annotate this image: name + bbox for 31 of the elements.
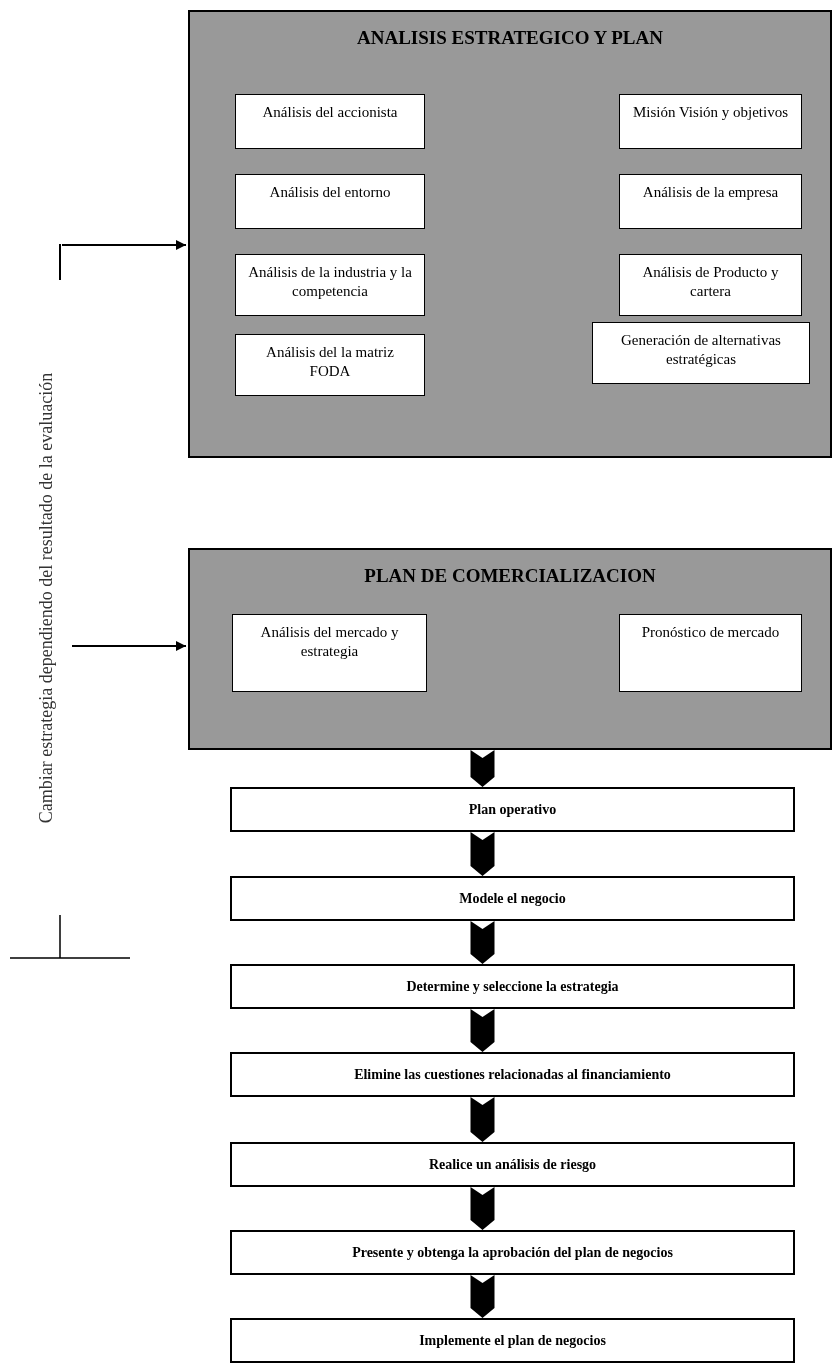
topic-box: Análisis de Producto y cartera <box>619 254 802 316</box>
vertical-label: Cambiar estrategia dependiendo del resultado de la evaluación <box>35 371 57 826</box>
group-panel <box>188 548 832 750</box>
topic-box: Análisis del mercado y estrategia <box>232 614 427 692</box>
chevron-arrow <box>470 921 495 964</box>
topic-box: Misión Visión y objetivos <box>619 94 802 149</box>
chevron-arrow <box>470 750 495 787</box>
topic-box: Análisis de la empresa <box>619 174 802 229</box>
process-box: Implemente el plan de negocios <box>230 1318 795 1363</box>
arrow <box>71 641 187 651</box>
topic-box: Análisis del la matriz FODA <box>235 334 425 396</box>
process-box: Plan operativo <box>230 787 795 832</box>
panel-heading: ANALISIS ESTRATEGICO Y PLAN <box>356 26 664 50</box>
chevron-arrow <box>470 832 495 876</box>
process-box: Determine y seleccione la estrategia <box>230 964 795 1009</box>
group-panel <box>188 10 832 458</box>
topic-box: Generación de alternativas estratégicas <box>592 322 810 384</box>
chevron-arrow <box>470 1275 495 1318</box>
process-box: Elimine las cuestiones relacionadas al financiamiento <box>230 1052 795 1097</box>
topic-box: Análisis del entorno <box>235 174 425 229</box>
topic-box: Análisis del accionista <box>235 94 425 149</box>
arrow <box>61 240 187 250</box>
chevron-arrow <box>470 1097 495 1142</box>
topic-box: Pronóstico de mercado <box>619 614 802 692</box>
topic-box: Análisis de la industria y la competencia <box>235 254 425 316</box>
panel-heading: PLAN DE COMERCIALIZACION <box>363 564 657 588</box>
process-box: Realice un análisis de riesgo <box>230 1142 795 1187</box>
process-box: Modele el negocio <box>230 876 795 921</box>
chevron-arrow <box>470 1009 495 1052</box>
chevron-arrow <box>470 1187 495 1230</box>
process-box: Presente y obtenga la aprobación del plan de negocios <box>230 1230 795 1275</box>
